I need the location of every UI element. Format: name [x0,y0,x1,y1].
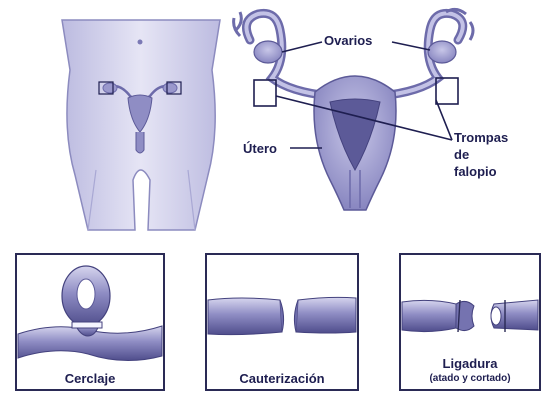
panel-cerclaje [16,254,164,390]
caption-cauterizacion: Cauterización [206,371,358,386]
caption-ligadura: Ligadura [400,356,540,371]
label-utero: Útero [243,141,277,156]
label-ovarios: Ovarios [324,33,372,48]
label-trompas-line1: Trompas [454,130,508,145]
caption-cerclaje: Cerclaje [16,371,164,386]
panel-cauterizacion [206,254,358,390]
label-trompas-line2: de [454,147,469,162]
torso-illustration [62,20,220,230]
label-trompas-line3: falopio [454,164,497,179]
caption-ligadura-sub: (atado y cortado) [400,373,540,384]
